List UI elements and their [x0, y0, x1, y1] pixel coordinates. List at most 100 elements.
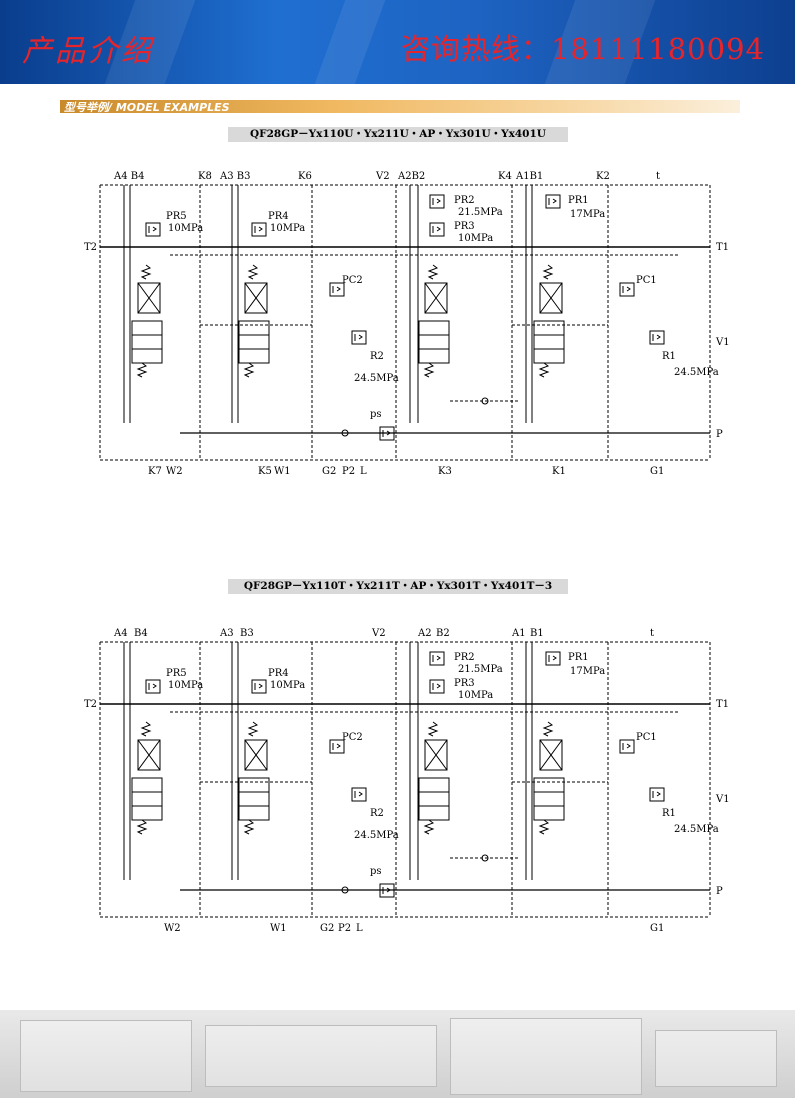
model-title-2: QF28GP－Yx110T・Yx211T・AP・Yx301T・Yx401T－3 [228, 579, 568, 594]
spring-icon [243, 362, 255, 378]
port-label-top: K6 [298, 171, 312, 182]
valve-section [238, 805, 270, 821]
valve-label: PR1 [568, 652, 589, 663]
relief-valve-icon [351, 787, 367, 802]
valve-label: PC2 [342, 275, 363, 286]
relief-valve-icon [329, 739, 345, 754]
valve-section [533, 805, 565, 821]
port-label-bottom: K3 [438, 466, 452, 477]
port-label-T1: T1 [716, 699, 729, 710]
port-label-top: V2 [375, 171, 390, 182]
spool-box [244, 282, 268, 314]
valve-label: PR4 [268, 211, 289, 222]
relief-valve-icon [145, 679, 161, 694]
valve-label: PR3 [454, 678, 475, 689]
relief-valve-icon [429, 194, 445, 209]
arrow-icon [552, 655, 557, 661]
valve-label: R2 [370, 351, 384, 362]
port-label-top: B1 [530, 628, 544, 639]
valve-label: 10MPa [458, 233, 493, 244]
port-label-top: A4 B4 [113, 171, 144, 182]
arrow-icon [552, 198, 557, 204]
valve-label: PC2 [342, 732, 363, 743]
port-label-V1: V1 [715, 794, 730, 805]
valve-section [131, 334, 163, 350]
relief-valve-icon [545, 194, 561, 209]
arrow-icon [656, 791, 661, 797]
valve-section [131, 805, 163, 821]
valve-section [131, 348, 163, 364]
valve-label: 10MPa [168, 680, 203, 691]
port-label-bottom: W1 [274, 466, 291, 477]
relief-valve-icon [145, 222, 161, 237]
footer-decoration [0, 1010, 795, 1098]
port-label-V1: V1 [715, 337, 730, 348]
check-valve-icon [341, 429, 349, 437]
port-label-bottom: W2 [166, 466, 183, 477]
spool-box [424, 282, 448, 314]
valve-label: PR2 [454, 195, 475, 206]
arrow-icon [336, 743, 341, 749]
valve-label: PR4 [268, 668, 289, 679]
valve-label: 24.5MPa [674, 824, 719, 835]
pipe-line [539, 282, 563, 314]
section-label: 型号举例/ MODEL EXAMPLES [64, 101, 230, 114]
spring-icon [247, 721, 259, 737]
valve-label: PR1 [568, 195, 589, 206]
valve-section [238, 320, 270, 336]
spring-icon [423, 819, 435, 835]
relief-valve-icon [649, 330, 665, 345]
port-label-top: K8 [198, 171, 212, 182]
valve-section [418, 320, 450, 336]
valve-label: ps [370, 409, 382, 420]
relief-valve-icon [379, 426, 395, 441]
spool-box [424, 739, 448, 771]
port-label-top: K2 [596, 171, 610, 182]
valve-section [131, 320, 163, 336]
page-header: 产品介绍 咨询热线：18111180094 [0, 0, 795, 84]
relief-valve-icon [251, 222, 267, 237]
spring-icon [136, 362, 148, 378]
port-label-top: A4 [113, 628, 128, 639]
port-label-P: P [716, 886, 723, 897]
port-label-T1: T1 [716, 242, 729, 253]
spring-icon [542, 721, 554, 737]
pipe-line [137, 739, 161, 771]
arrow-icon [358, 334, 363, 340]
port-label-top: A2B2 [397, 171, 425, 182]
relief-valve-icon [379, 883, 395, 898]
valve-section [131, 777, 163, 793]
valve-label: 24.5MPa [674, 367, 719, 378]
port-label-bottom: L [360, 466, 367, 477]
valve-section [418, 348, 450, 364]
port-label-P: P [716, 429, 723, 440]
valve-label: PC1 [636, 275, 657, 286]
port-label-bottom: K1 [552, 466, 566, 477]
port-label-top: A3 B3 [219, 171, 250, 182]
port-label-top: V2 [371, 628, 386, 639]
spring-icon [542, 264, 554, 280]
port-label-bottom: W2 [164, 923, 181, 934]
valve-label: 10MPa [168, 223, 203, 234]
arrow-icon [626, 286, 631, 292]
valve-section [418, 334, 450, 350]
spool-box [244, 739, 268, 771]
valve-label: 24.5MPa [354, 373, 399, 384]
port-label-bottom: P2 [342, 466, 355, 477]
arrow-icon [386, 887, 391, 893]
valve-label: ps [370, 866, 382, 877]
arrow-icon [436, 683, 441, 689]
spring-icon [247, 264, 259, 280]
header-left-title: 产品介绍 [22, 34, 154, 69]
relief-valve-icon [429, 651, 445, 666]
spring-icon [136, 819, 148, 835]
port-label-top: K4 [498, 171, 512, 182]
port-label-bottom: W1 [270, 923, 287, 934]
valve-section [533, 777, 565, 793]
relief-valve-icon [545, 651, 561, 666]
spool-box [539, 282, 563, 314]
spool-box [137, 282, 161, 314]
port-label-T2: T2 [84, 699, 97, 710]
